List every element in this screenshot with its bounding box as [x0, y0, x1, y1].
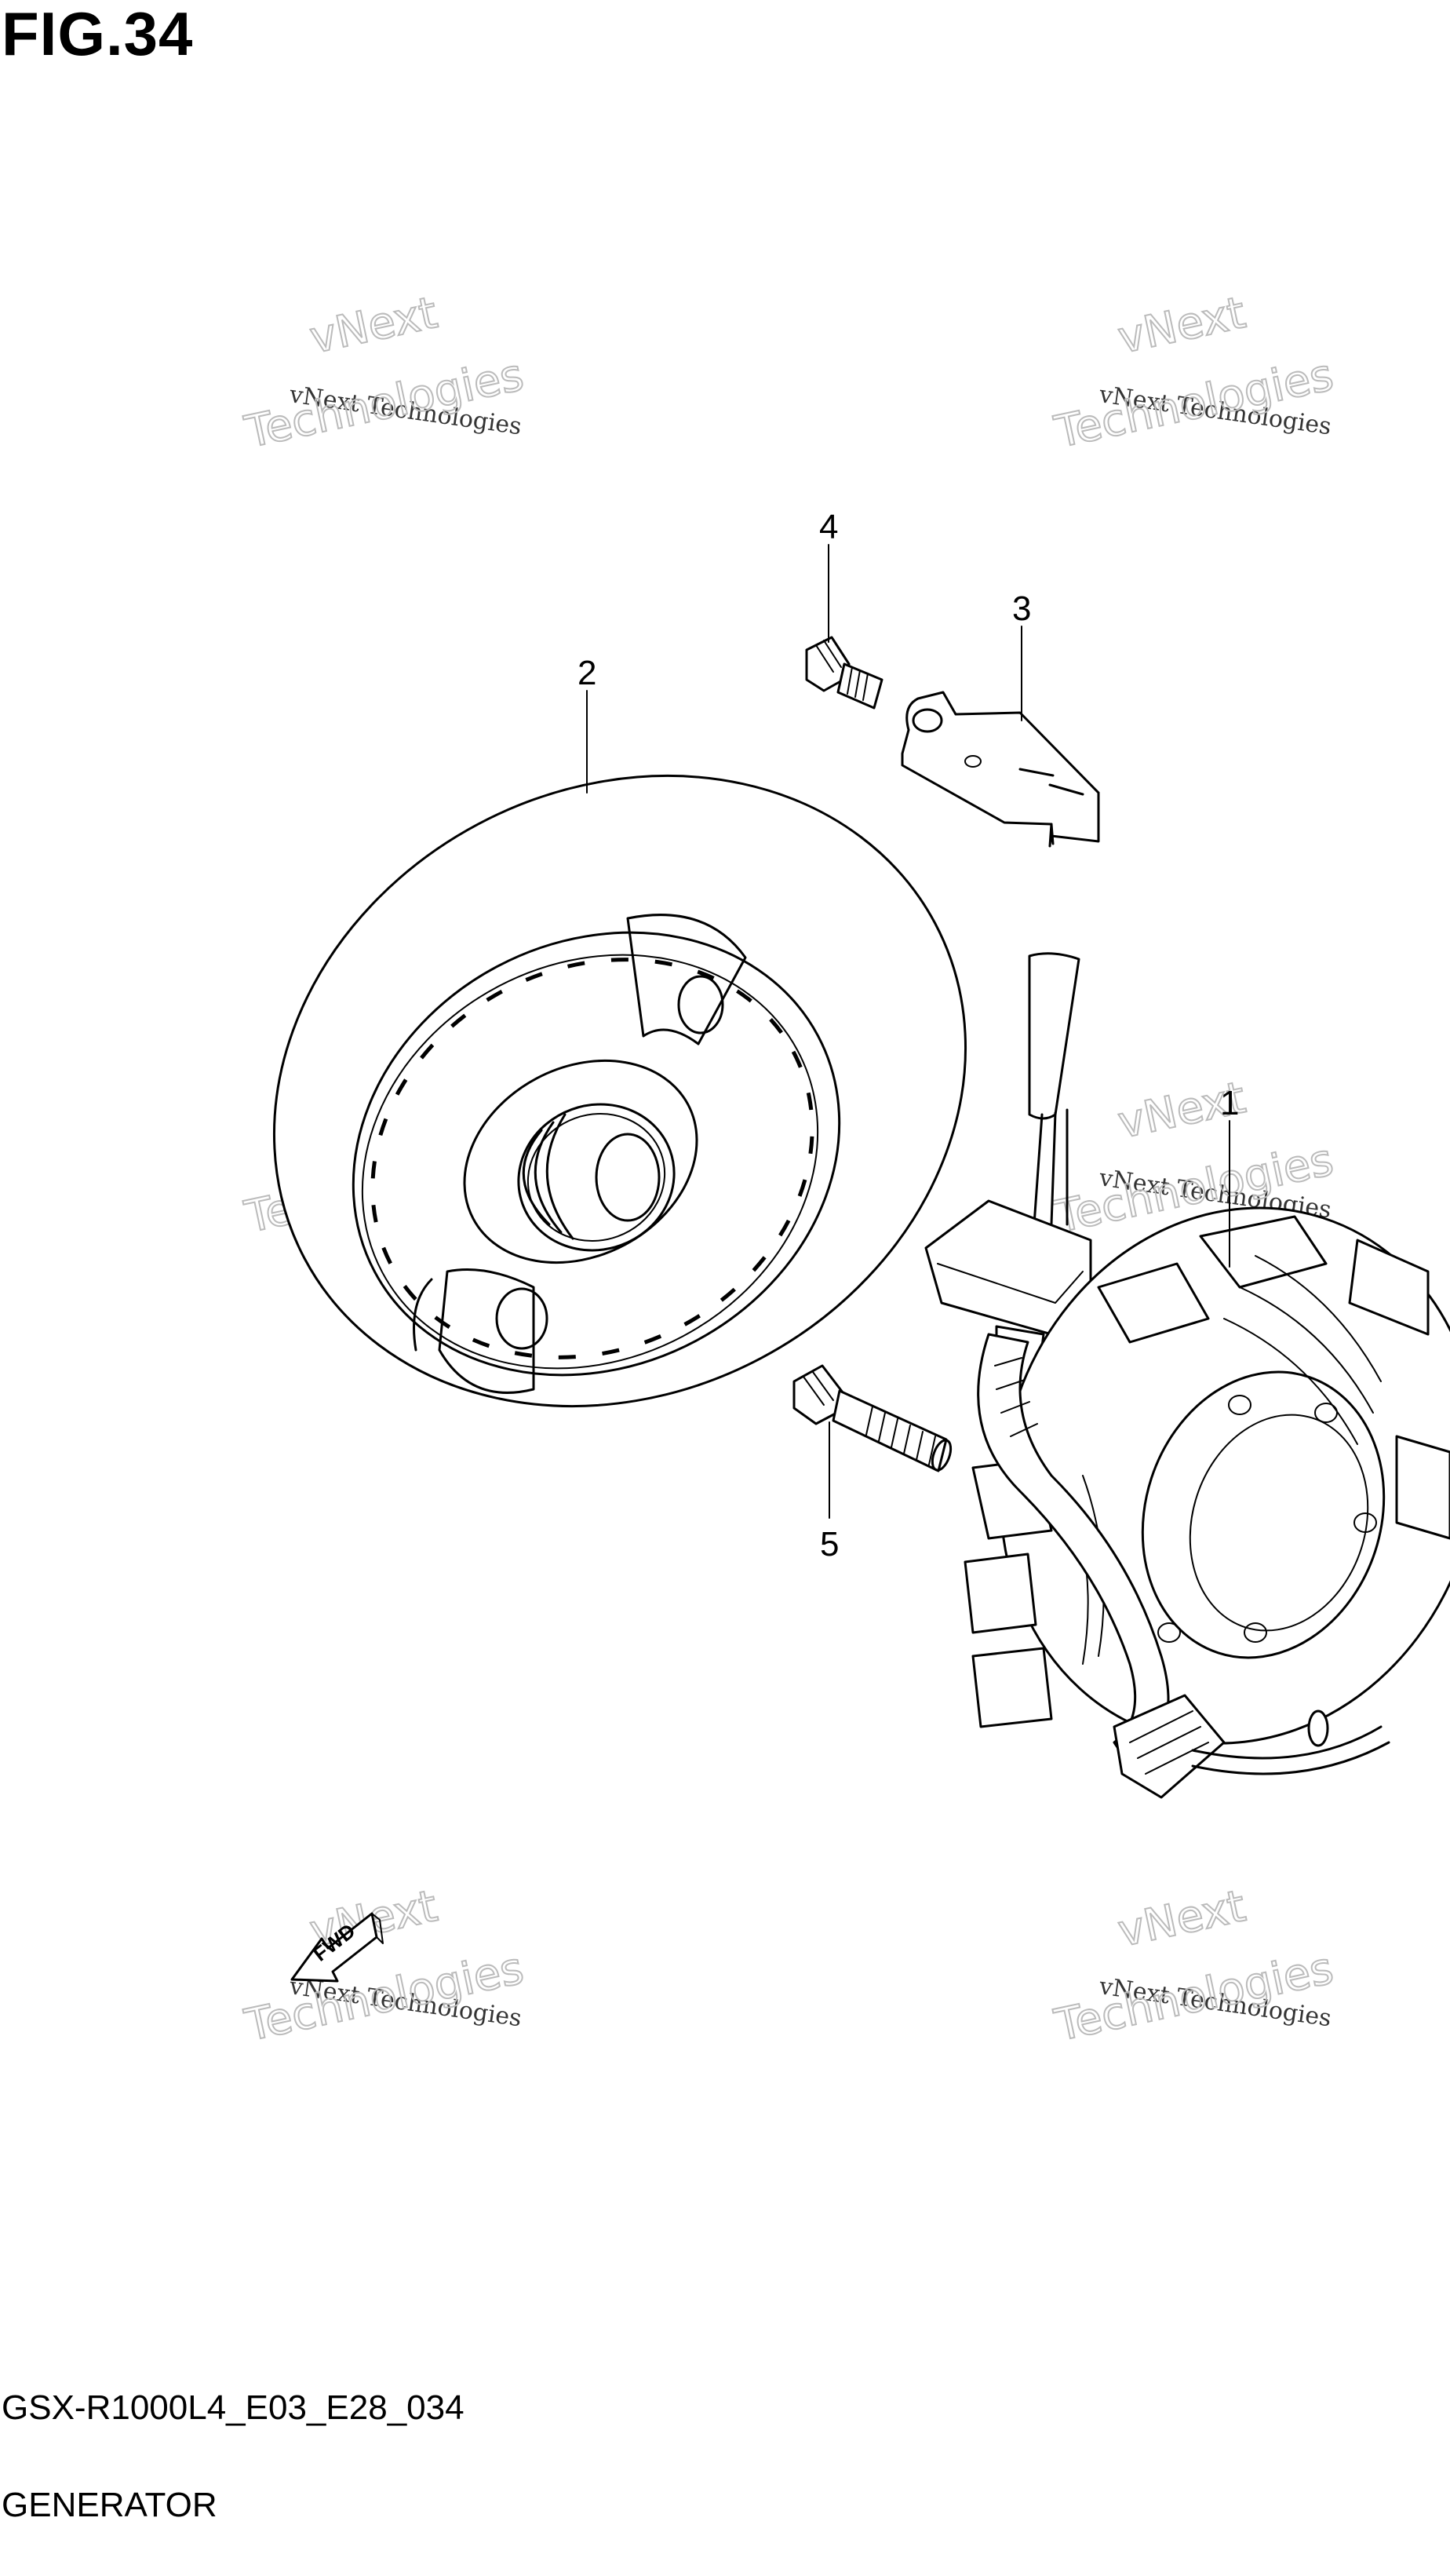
svg-text:Technologies: Technologies: [240, 1943, 527, 2052]
svg-text:vNext: vNext: [305, 287, 442, 364]
svg-text:3: 3: [1012, 589, 1031, 628]
svg-text:vNext: vNext: [1113, 1881, 1250, 1958]
part-5-bolt: [792, 1364, 953, 1472]
model-code: GSX-R1000L4_E03_E28_034: [2, 2388, 465, 2427]
svg-text:Technologies: Technologies: [1050, 349, 1337, 458]
callout-3: 3: [1012, 589, 1031, 721]
svg-text:1: 1: [1220, 1084, 1239, 1122]
part-3-bracket: [901, 691, 1100, 848]
svg-text:4: 4: [819, 508, 838, 546]
figure-title: FIG.34: [2, 0, 194, 68]
callout-2: 2: [577, 654, 596, 794]
watermark-bottom-left: vNext Technologies vNext Technologies: [239, 1880, 528, 2052]
svg-text:5: 5: [820, 1525, 839, 1563]
watermark-bottom-right: vNext Technologies vNext Technologies: [1049, 1880, 1338, 2052]
svg-text:Technologies: Technologies: [240, 349, 527, 458]
svg-text:vNext: vNext: [1113, 287, 1250, 364]
section-name: GENERATOR: [2, 2486, 217, 2524]
watermark-top-right: vNext Technologies vNext Technologies: [1049, 286, 1338, 459]
svg-text:2: 2: [577, 654, 596, 692]
callout-5: 5: [820, 1421, 839, 1563]
callout-4: 4: [819, 508, 838, 643]
watermark-top-left: vNext Technologies vNext Technologies: [239, 286, 528, 459]
part-4-bolt: [805, 636, 883, 710]
callout-1: 1: [1220, 1084, 1239, 1268]
part-1-stator: [924, 952, 1450, 1799]
part-2-rotor: [272, 775, 967, 1407]
svg-text:Technologies: Technologies: [1050, 1943, 1337, 2052]
